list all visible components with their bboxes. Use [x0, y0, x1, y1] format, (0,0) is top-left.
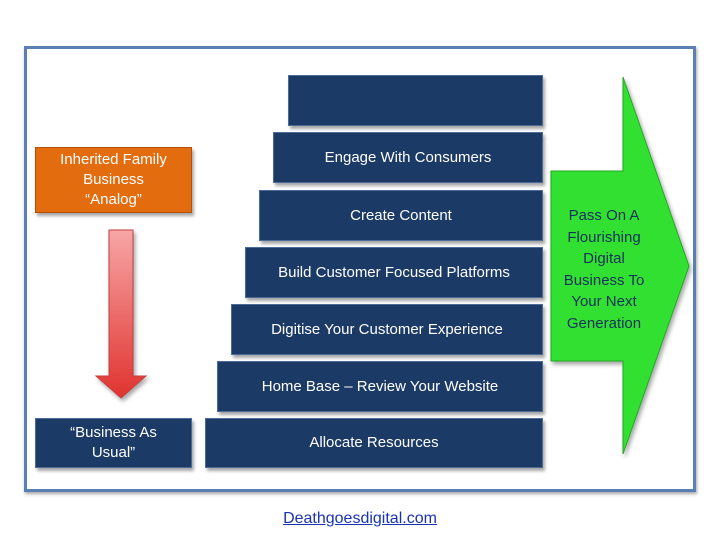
- inherited-business-box: Inherited Family Business “Analog”: [35, 147, 192, 213]
- step-build-platforms: Build Customer Focused Platforms: [245, 247, 543, 298]
- green-arrow-line-5: Your Next: [571, 293, 637, 310]
- green-arrow-text: Pass On A Flourishing Digital Business T…: [552, 205, 656, 334]
- inherited-business-line-2: Business: [83, 171, 144, 188]
- inherited-business-line-3: “Analog”: [85, 191, 142, 208]
- step-label: Engage With Consumers: [324, 148, 492, 166]
- green-arrow-line-4: Business To: [563, 271, 645, 289]
- step-label: Build Customer Focused Platforms: [278, 263, 510, 281]
- step-label: Allocate Resources: [309, 434, 439, 451]
- green-arrow-line-2: Flourishing: [567, 228, 641, 246]
- green-arrow-line-1: Pass On A: [568, 207, 640, 224]
- step-label: Create Content: [350, 206, 452, 224]
- green-arrow-line-3: Digital: [583, 250, 625, 267]
- inherited-business-line-1: Inherited Family: [60, 151, 167, 168]
- step-review-website: Home Base – Review Your Website: [217, 361, 543, 412]
- business-as-usual-line-2: Usual”: [91, 444, 136, 461]
- business-as-usual-line-1: “Business As: [70, 424, 157, 441]
- right-arrow: [550, 76, 690, 455]
- step-allocate-resources: Allocate Resources: [205, 418, 543, 468]
- diagram-frame: [24, 46, 696, 492]
- step-digitise-experience: Digitise Your Customer Experience: [231, 304, 543, 355]
- business-as-usual-box: “Business As Usual”: [35, 418, 192, 468]
- down-arrow: [94, 229, 148, 399]
- step-create-content: Create Content: [259, 190, 543, 241]
- step-label: Home Base – Review Your Website: [261, 377, 499, 395]
- step-top-blank: [288, 75, 543, 126]
- green-arrow-line-6: Generation: [566, 314, 642, 332]
- step-engage-with-consumers: Engage With Consumers: [273, 132, 543, 183]
- footer-link[interactable]: Deathgoesdigital.com: [283, 510, 437, 527]
- step-label: Digitise Your Customer Experience: [271, 320, 503, 338]
